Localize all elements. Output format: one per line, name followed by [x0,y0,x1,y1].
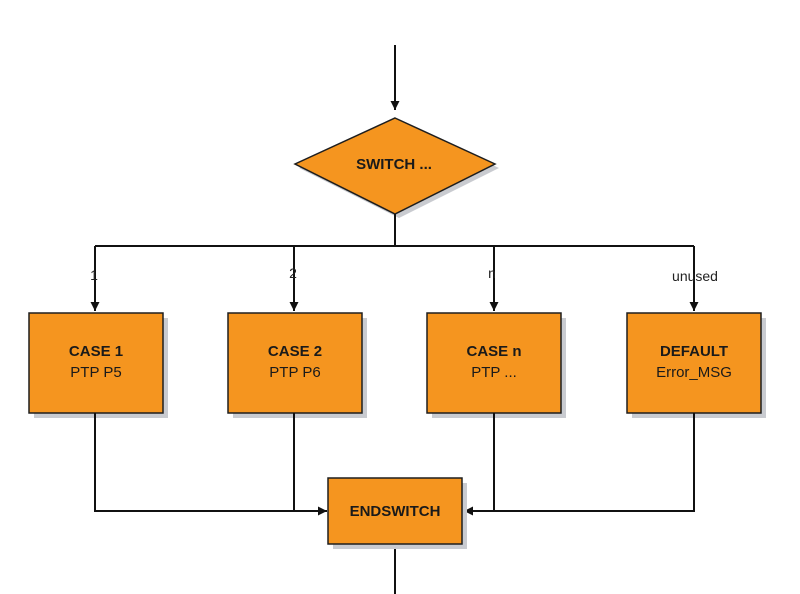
branch-label-1: 1 [90,267,98,283]
switch-decision: SWITCH ... [293,117,499,218]
case-1-box: CASE 1 PTP P5 [28,312,168,418]
case-1-rect [28,312,164,414]
default-rect [626,312,762,414]
case-n-rect [426,312,562,414]
default-title: DEFAULT [660,343,728,360]
endswitch-box: ENDSWITCH [327,477,467,549]
endswitch-rect [327,477,463,545]
branch-label-unused: unused [672,268,718,284]
default-subtitle: Error_MSG [656,364,732,381]
case-n-box: CASE n PTP ... [426,312,566,418]
switch-label: SWITCH ... [356,156,432,173]
case-n-title: CASE n [466,343,521,360]
case-2-title: CASE 2 [268,343,322,360]
case-2-rect [227,312,363,414]
default-box: DEFAULT Error_MSG [626,312,766,418]
branch-label-n: n [488,265,496,281]
branch-label-2: 2 [289,265,297,281]
endswitch-label: ENDSWITCH [350,503,441,520]
case-2-subtitle: PTP P6 [269,364,320,381]
case-1-title: CASE 1 [69,343,123,360]
case-n-subtitle: PTP ... [471,364,517,381]
return-line-case-1 [94,413,327,516]
return-line-default [464,413,695,516]
case-1-subtitle: PTP P5 [70,364,121,381]
case-2-box: CASE 2 PTP P6 [227,312,367,418]
